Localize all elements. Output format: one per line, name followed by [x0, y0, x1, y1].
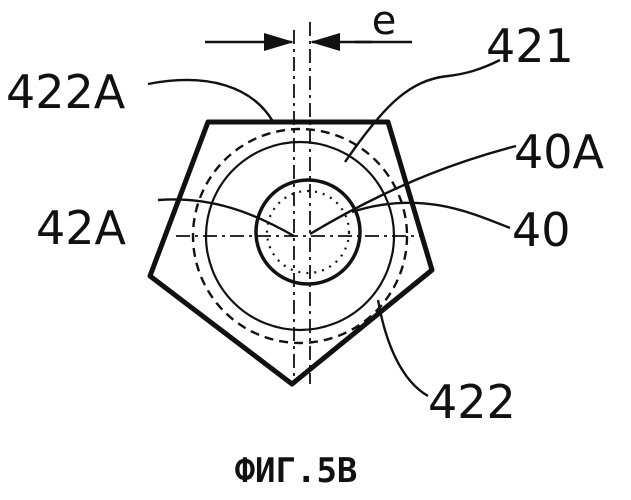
label-422: 422: [428, 375, 516, 429]
dimension-arrow-right: [310, 33, 340, 51]
label-e: e: [372, 0, 397, 44]
leader-40: [352, 203, 510, 228]
leader-422A: [148, 80, 272, 120]
leader-422: [378, 300, 428, 396]
label-40A: 40A: [514, 125, 605, 179]
inner-circle: [256, 180, 360, 284]
label-422A: 422A: [6, 65, 126, 119]
label-421: 421: [486, 19, 574, 73]
figure-caption: ФИГ.5В: [235, 451, 358, 491]
dimension-arrow-left: [264, 33, 294, 51]
label-42A: 42A: [36, 201, 127, 255]
leader-421: [345, 60, 500, 162]
label-40: 40: [512, 203, 571, 257]
inner-dotted-circle: [267, 191, 349, 273]
